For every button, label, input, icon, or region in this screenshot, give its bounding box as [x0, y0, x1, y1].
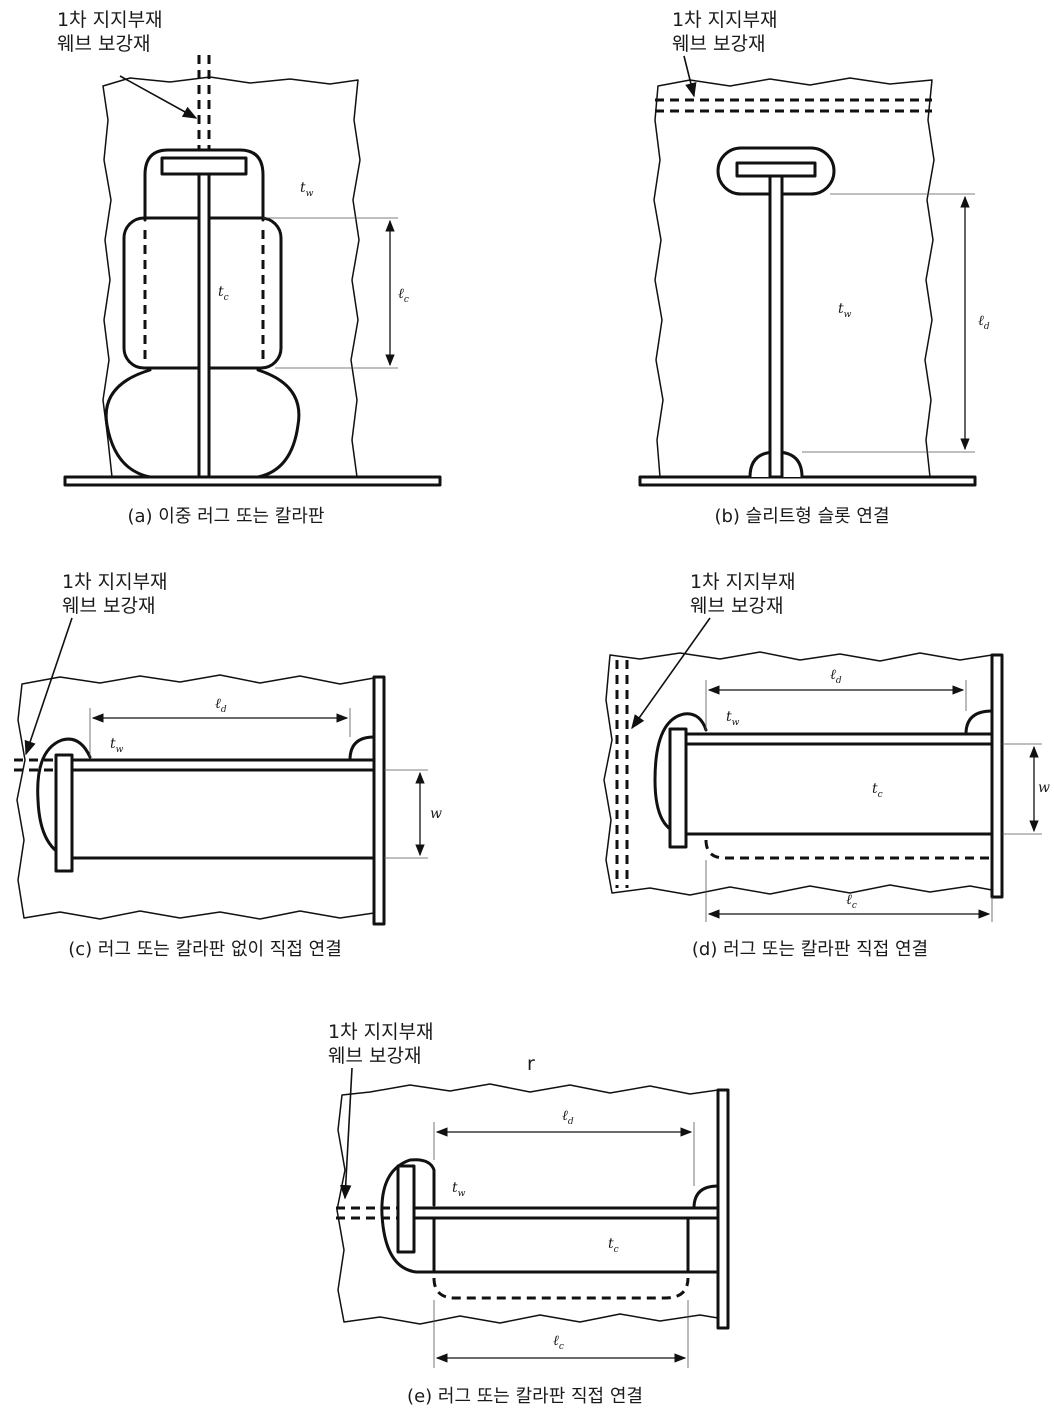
caption-a: (a) 이중 러그 또는 칼라판 [127, 506, 324, 527]
stiffener-flange-a [160, 156, 248, 176]
flange-b [638, 475, 977, 487]
callout-a-line1: 1차 지지부재 [57, 9, 163, 31]
label-ld-b: ℓd [978, 313, 990, 332]
caption-c: (c) 러그 또는 칼라판 없이 직접 연결 [68, 939, 342, 960]
bulb-a [104, 368, 301, 479]
label-ld-c: ℓd [215, 696, 227, 715]
label-w-c: w [430, 806, 442, 822]
stray-r-label: r [527, 1053, 535, 1075]
lug-outline-dash-d [704, 839, 992, 860]
panel-a: 1차 지지부재 웨브 보강재 tw tc ℓc (a) 이중 러그 또는 칼라판 [57, 9, 442, 527]
label-tw-e: tw [452, 1180, 466, 1199]
label-lc-d: ℓc [846, 892, 857, 911]
caption-e: (e) 러그 또는 칼라판 직접 연결 [407, 1386, 643, 1407]
stiffener-web-b [768, 174, 784, 479]
stiffener-flange-b [735, 161, 817, 178]
slot-outline-d [653, 712, 994, 836]
bracket-d [964, 709, 994, 736]
callout-e-line1: 1차 지지부재 [328, 1021, 434, 1043]
slot-outline-c [36, 737, 376, 860]
callout-c-line1: 1차 지지부재 [62, 571, 168, 593]
callout-arrow-d [631, 617, 711, 730]
panel-d: 1차 지지부재 웨브 보강재 ℓd tw tc w ℓc (d) 러그 또는 칼… [603, 571, 1050, 960]
primary-web-d [990, 653, 1004, 899]
stiffener-flange-e [396, 1164, 416, 1254]
stiffener-flange-d [668, 727, 688, 849]
callout-b-line2: 웨브 보강재 [672, 33, 765, 55]
flange-a [63, 475, 442, 487]
plate-edge-b [653, 77, 935, 478]
callout-b-line1: 1차 지지부재 [672, 9, 778, 31]
label-ld-e: ℓd [562, 1108, 574, 1127]
callout-a-line2: 웨브 보강재 [57, 33, 150, 55]
slot-collar-a [143, 148, 265, 222]
panel-e: 1차 지지부재 웨브 보강재 r ℓd tw tc ℓc (e) 러그 또는 칼… [328, 1021, 730, 1407]
lug-outline-dash-e [432, 1277, 690, 1300]
bracket-e [692, 1184, 720, 1210]
caption-b: (b) 슬리트형 슬롯 연결 [714, 506, 889, 527]
callout-d-line2: 웨브 보강재 [690, 595, 783, 617]
primary-web-c [372, 675, 386, 926]
label-tw-c: tw [110, 736, 124, 755]
callout-arrow-e [339, 1067, 353, 1200]
callout-c-line2: 웨브 보강재 [62, 595, 155, 617]
plate-edge-a [102, 76, 361, 478]
label-tc-d: tc [872, 781, 883, 800]
caption-d: (d) 러그 또는 칼라판 직접 연결 [692, 939, 928, 960]
callout-arrow-c [24, 617, 73, 756]
callout-arrow-a [119, 75, 198, 119]
slot-outline-e [380, 1158, 720, 1274]
primary-web-e [716, 1088, 730, 1330]
label-tw-a: tw [300, 180, 314, 199]
callout-d-line1: 1차 지지부재 [690, 571, 796, 593]
label-tw-d: tw [726, 709, 740, 728]
label-lc-a: ℓc [398, 286, 409, 305]
label-tc-a: tc [218, 284, 229, 303]
label-tw-b: tw [838, 301, 852, 320]
stiffener-web-a [197, 166, 211, 479]
panel-b: 1차 지지부재 웨브 보강재 tw ℓd (b) 슬리트형 슬롯 연결 [638, 9, 990, 527]
bracket-c [348, 735, 376, 762]
plate-edge-d [603, 651, 993, 896]
panel-c: 1차 지지부재 웨브 보강재 ℓd tw w (c) 러그 또는 칼라판 없이 … [14, 571, 442, 960]
label-lc-e: ℓc [553, 1333, 564, 1352]
callout-e-line2: 웨브 보강재 [328, 1045, 421, 1067]
plate-edge-c [16, 674, 375, 920]
stiffener-flange-c [54, 753, 74, 873]
label-ld-d: ℓd [830, 667, 842, 686]
plate-edge-e [336, 1083, 719, 1325]
label-tc-e: tc [608, 1236, 619, 1255]
callout-arrow-b [683, 55, 697, 98]
label-w-d: w [1038, 780, 1050, 796]
